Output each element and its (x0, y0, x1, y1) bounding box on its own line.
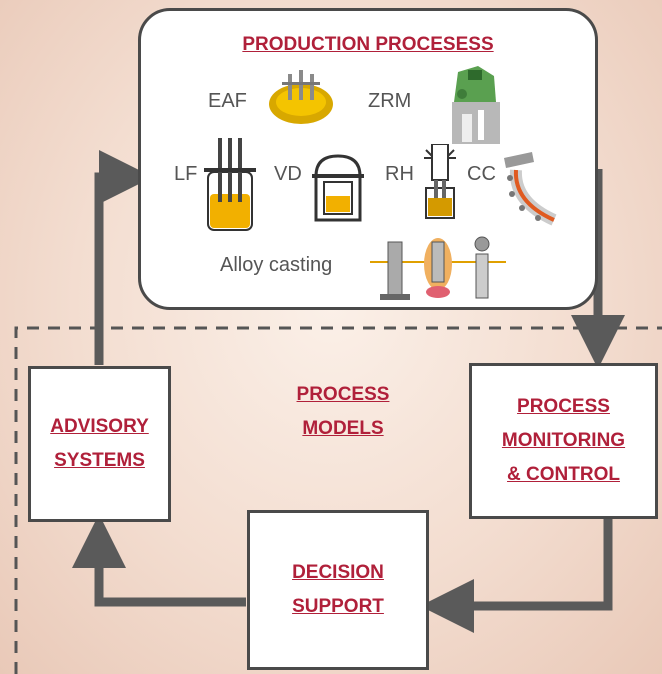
arrow-decision-to-advisory (72, 514, 246, 607)
arrow-advisory-to-production (94, 150, 153, 365)
rh-degasser-icon (424, 144, 456, 219)
furnace-icon (269, 70, 333, 124)
label-eaf: EAF (208, 90, 247, 112)
process-models-label: PROCESS MODELS (268, 378, 418, 446)
monitoring-label-line3: & CONTROL (507, 464, 620, 485)
advisory-systems-box: ADVISORY SYSTEMS (28, 366, 171, 522)
label-alloy-casting: Alloy casting (220, 254, 333, 276)
monitoring-label-line1: PROCESS (517, 396, 610, 417)
production-title: PRODUCTION PROCESESS (242, 34, 494, 55)
decision-support-box: DECISION SUPPORT (247, 510, 429, 670)
advisory-label-line1: ADVISORY (50, 416, 149, 437)
alloy-casting-icon (370, 236, 506, 300)
process-region-outline (14, 326, 662, 674)
label-cc: CC (467, 163, 496, 185)
ladle-furnace-icon (204, 138, 256, 231)
monitoring-label-line2: MONITORING (501, 430, 626, 451)
process-monitoring-box: PROCESS MONITORING & CONTROL (469, 363, 658, 519)
arrow-monitoring-to-decision (420, 517, 613, 633)
models-label-line2: MODELS (302, 418, 384, 439)
models-label-line1: PROCESS (296, 384, 390, 405)
remelting-unit-icon (452, 66, 500, 144)
decision-label-line1: DECISION (292, 562, 384, 583)
label-vd: VD (274, 163, 302, 185)
decision-label-line2: SUPPORT (292, 596, 384, 617)
continuous-caster-icon (504, 152, 557, 226)
advisory-label-line2: SYSTEMS (54, 450, 145, 471)
label-rh: RH (385, 163, 414, 185)
label-lf: LF (174, 163, 198, 185)
vacuum-degasser-icon (312, 154, 364, 222)
label-zrm: ZRM (368, 90, 412, 112)
